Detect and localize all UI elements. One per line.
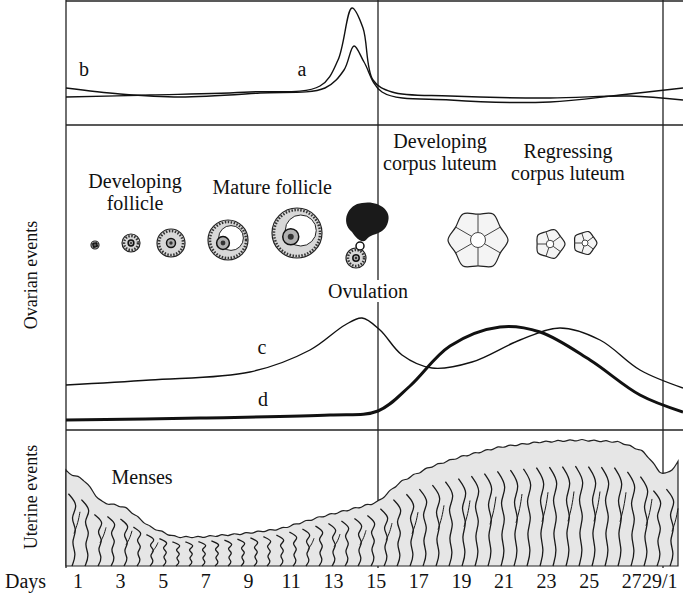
day-number: 1 xyxy=(72,570,84,592)
blood-vessels xyxy=(68,466,678,566)
day-number: 9 xyxy=(242,570,254,592)
frame-line xyxy=(66,429,683,430)
frame-line xyxy=(66,124,683,125)
ovulated-oocyte xyxy=(356,242,364,250)
stage-label: Mature follicle xyxy=(212,176,333,198)
day-number: 17 xyxy=(408,570,430,592)
curve-letter: c xyxy=(257,336,268,358)
follicle xyxy=(208,220,248,260)
day-number: 11 xyxy=(281,570,302,592)
follicle xyxy=(157,229,185,257)
day-number: 23 xyxy=(536,570,558,592)
day-number: 21 xyxy=(493,570,515,592)
stage-label: Regressing corpus luteum xyxy=(509,140,627,184)
corpus-luteum xyxy=(575,231,597,254)
row-label: Uterine events xyxy=(22,444,42,550)
follicle xyxy=(272,208,322,258)
day-number: 3 xyxy=(115,570,127,592)
day-number: 7 xyxy=(200,570,212,592)
lh-curve xyxy=(66,8,683,100)
day-number: 13 xyxy=(323,570,345,592)
stage-label: Menses xyxy=(111,466,174,488)
frame-line xyxy=(66,0,683,1)
endometrium xyxy=(66,439,678,566)
day-number: 25 xyxy=(578,570,600,592)
curve-letter: d xyxy=(257,388,269,410)
corpus-luteum xyxy=(448,213,508,267)
follicle xyxy=(346,248,366,268)
follicle xyxy=(122,234,140,252)
curve-letter: a xyxy=(297,58,308,80)
day-number: 19 xyxy=(450,570,472,592)
axis-title: Days xyxy=(4,570,47,592)
ovulated-oocyte xyxy=(346,202,389,241)
corpus-luteum xyxy=(537,230,565,259)
stage-label: Ovulation xyxy=(327,280,409,302)
fsh-curve xyxy=(66,46,683,102)
stage-label: Developing corpus luteum xyxy=(381,130,499,174)
estrogen-curve xyxy=(66,318,683,388)
follicle xyxy=(91,241,99,249)
row-label: Ovarian events xyxy=(22,220,42,330)
day-number: 29/1 xyxy=(641,570,679,592)
curve-letter: b xyxy=(78,58,90,80)
day-number: 15 xyxy=(365,570,387,592)
progesterone-curve xyxy=(66,326,683,420)
day-number: 27 xyxy=(621,570,643,592)
day-number: 5 xyxy=(157,570,169,592)
stage-label: Developing follicle xyxy=(78,170,192,214)
